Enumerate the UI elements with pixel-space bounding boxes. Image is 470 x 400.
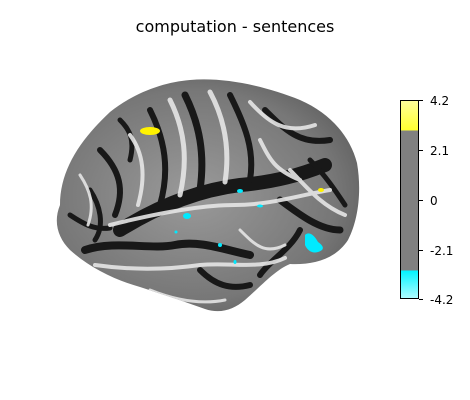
colorbar-tick-label: 4.2 bbox=[430, 94, 450, 108]
colorbar-tick-mark bbox=[419, 250, 423, 251]
cortex-texture bbox=[56, 79, 360, 312]
colorbar bbox=[400, 100, 419, 299]
colorbar-tick-label: -2.1 bbox=[430, 244, 454, 258]
colorbar-tick-mark bbox=[419, 100, 423, 101]
negative-activation-blobs bbox=[174, 189, 323, 264]
colorbar-tick-mark bbox=[419, 150, 423, 151]
colorbar-tick-mark bbox=[419, 200, 423, 201]
positive-activation-blobs bbox=[140, 127, 324, 192]
colorbar-tick-label: 0 bbox=[430, 194, 438, 208]
colorbar-tick-label: 2.1 bbox=[430, 144, 450, 158]
figure-title: computation - sentences bbox=[135, 17, 335, 36]
colorbar-tick-label: -4.2 bbox=[430, 293, 454, 307]
colorbar-tick-mark bbox=[419, 299, 423, 300]
